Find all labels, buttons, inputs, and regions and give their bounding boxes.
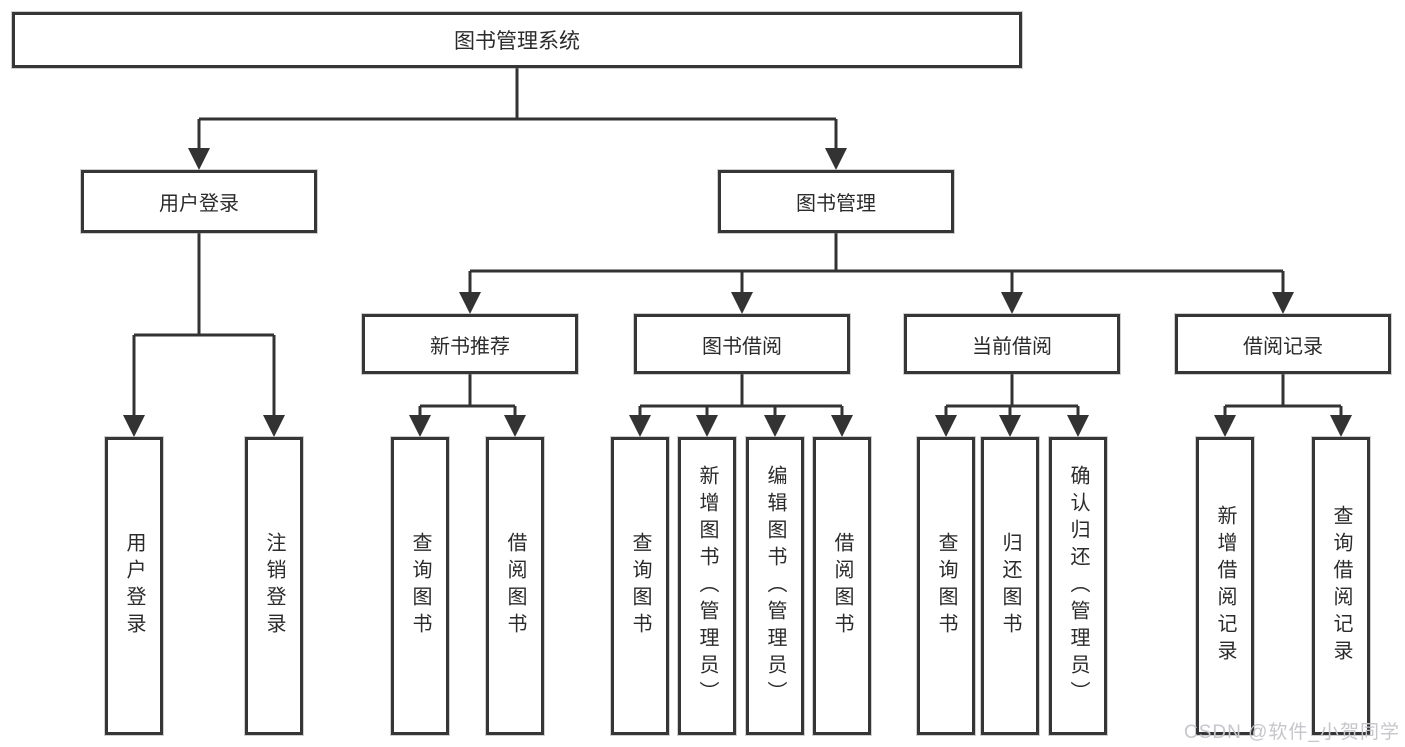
node-book-management: 图书管理 [718, 170, 954, 233]
leaf-query-books-1-label: 查询图书 [409, 532, 431, 640]
leaf-query-books-2: 查询图书 [611, 437, 669, 735]
leaf-add-borrow-record: 新增借阅记录 [1196, 437, 1254, 735]
leaf-add-borrow-record-label: 新增借阅记录 [1214, 505, 1236, 667]
node-root-label: 图书管理系统 [454, 30, 580, 53]
leaf-return-books: 归还图书 [981, 437, 1039, 735]
leaf-query-borrow-record-label: 查询借阅记录 [1330, 505, 1352, 667]
node-user-login-label: 用户登录 [159, 193, 239, 215]
node-new-book-recommend: 新书推荐 [362, 314, 578, 374]
leaf-confirm-return-admin-label: 确认归还（管理员） [1067, 464, 1089, 708]
leaf-borrow-books-1: 借阅图书 [486, 437, 544, 735]
node-new-book-recommend-label: 新书推荐 [430, 335, 510, 358]
node-current-borrow: 当前借阅 [904, 314, 1120, 374]
node-book-management-label: 图书管理 [796, 193, 876, 215]
leaf-borrow-books-1-label: 借阅图书 [504, 532, 526, 640]
leaf-add-books-admin: 新增图书（管理员） [678, 437, 736, 735]
node-current-borrow-label: 当前借阅 [972, 335, 1052, 358]
leaf-query-borrow-record: 查询借阅记录 [1312, 437, 1370, 735]
arrowheads [123, 148, 1352, 437]
node-borrow-records-label: 借阅记录 [1243, 335, 1323, 358]
leaf-return-books-label: 归还图书 [999, 532, 1021, 640]
leaf-logout: 注销登录 [245, 437, 303, 735]
leaf-confirm-return-admin: 确认归还（管理员） [1049, 437, 1107, 735]
leaf-borrow-books-2: 借阅图书 [813, 437, 871, 735]
leaf-add-books-admin-label: 新增图书（管理员） [696, 464, 718, 708]
csdn-watermark: CSDN @软件_小贺同学 [1184, 722, 1400, 743]
leaf-user-login: 用户登录 [105, 437, 163, 735]
leaf-borrow-books-2-label: 借阅图书 [831, 532, 853, 640]
leaf-edit-books-admin: 编辑图书（管理员） [746, 437, 804, 735]
node-root: 图书管理系统 [12, 12, 1022, 68]
leaf-edit-books-admin-label: 编辑图书（管理员） [764, 464, 786, 708]
leaf-query-books-3-label: 查询图书 [935, 532, 957, 640]
node-borrow-records: 借阅记录 [1175, 314, 1391, 374]
leaf-query-books-3: 查询图书 [917, 437, 975, 735]
leaf-user-login-label: 用户登录 [123, 532, 145, 640]
node-user-login: 用户登录 [81, 170, 317, 233]
node-book-borrow: 图书借阅 [634, 314, 850, 374]
node-book-borrow-label: 图书借阅 [702, 335, 782, 358]
leaf-query-books-1: 查询图书 [391, 437, 449, 735]
leaf-logout-label: 注销登录 [263, 532, 285, 640]
leaf-query-books-2-label: 查询图书 [629, 532, 651, 640]
